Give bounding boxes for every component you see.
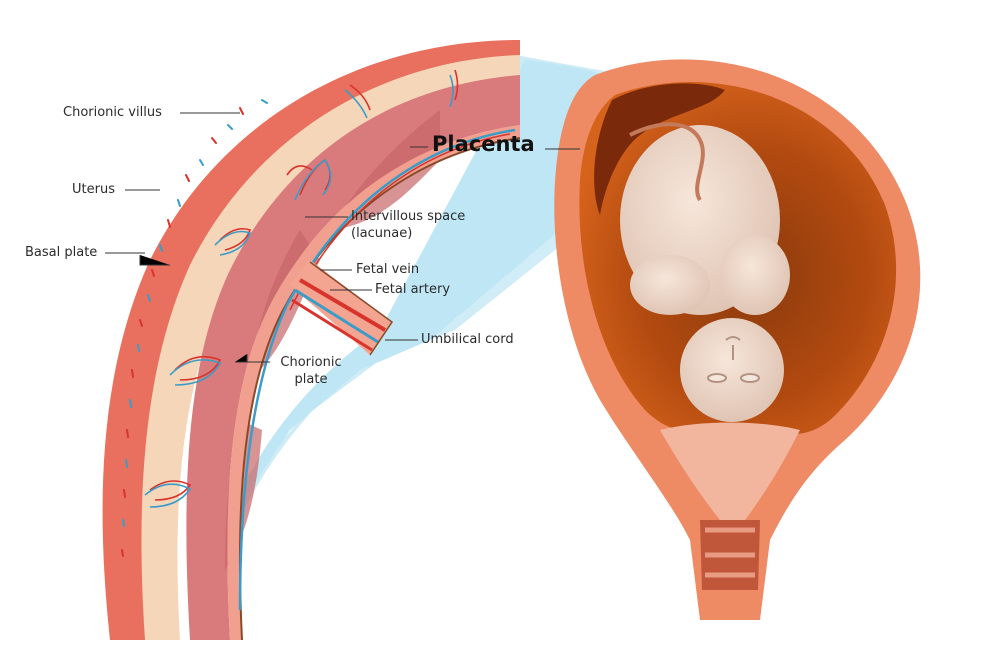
label-intervillous-space: Intervillous space (lacunae) <box>351 208 465 242</box>
uterus-with-fetus <box>554 59 921 621</box>
label-basal-plate: Basal plate <box>25 245 98 260</box>
amnion-zoom-wedge <box>200 55 610 610</box>
label-uterus: Uterus <box>72 182 115 197</box>
leader-lines <box>105 112 580 363</box>
placenta-cross-section <box>102 40 521 641</box>
label-chorionic-villus: Chorionic villus <box>63 105 162 120</box>
label-intervillous-space-line2: (lacunae) <box>351 226 413 241</box>
label-chorionic-plate: Chorionic plate <box>276 354 346 388</box>
label-chorionic-plate-line1: Chorionic <box>280 355 342 370</box>
label-fetal-artery: Fetal artery <box>375 282 451 297</box>
label-umbilical-cord: Umbilical cord <box>421 332 514 347</box>
label-fetal-vein: Fetal vein <box>356 262 420 277</box>
label-chorionic-plate-line2: plate <box>294 372 328 387</box>
label-placenta-title: Placenta <box>432 132 535 156</box>
label-intervillous-space-line1: Intervillous space <box>351 209 466 224</box>
